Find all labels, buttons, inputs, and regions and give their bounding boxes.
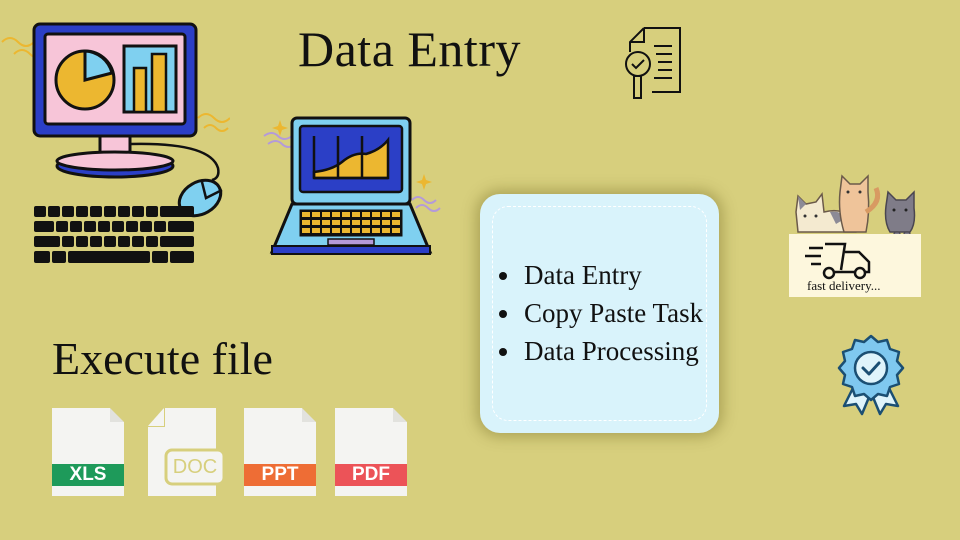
laptop-chart-icon xyxy=(263,116,441,255)
execute-file-heading: Execute file xyxy=(52,333,273,384)
card-dashed-border xyxy=(492,206,707,421)
document-search-icon xyxy=(625,27,681,99)
service-item: Data Processing xyxy=(522,332,703,370)
award-ribbon-icon xyxy=(837,334,905,416)
pdf-file-icon: PDF xyxy=(335,408,407,496)
services-card: Data Entry Copy Paste Task Data Processi… xyxy=(480,194,719,433)
cats-illustration xyxy=(795,174,916,242)
page-title: Data Entry xyxy=(298,21,521,77)
keyboard-icon xyxy=(34,206,194,263)
delivery-truck-icon xyxy=(805,242,871,280)
delivery-label: fast delivery... xyxy=(807,278,881,293)
ppt-label: PPT xyxy=(244,464,316,486)
doc-file-icon: DOC xyxy=(148,408,224,496)
doc-label: DOC xyxy=(172,456,218,478)
xls-label: XLS xyxy=(52,464,124,486)
service-item: Data Entry xyxy=(522,256,703,294)
service-item: Copy Paste Task xyxy=(522,294,703,332)
fast-delivery-badge: fast delivery... xyxy=(789,234,921,297)
ppt-file-icon: PPT xyxy=(244,408,316,496)
services-list: Data Entry Copy Paste Task Data Processi… xyxy=(502,256,703,370)
xls-file-icon: XLS xyxy=(52,408,124,496)
desktop-computer-icon xyxy=(1,22,230,218)
pdf-label: PDF xyxy=(335,464,407,486)
